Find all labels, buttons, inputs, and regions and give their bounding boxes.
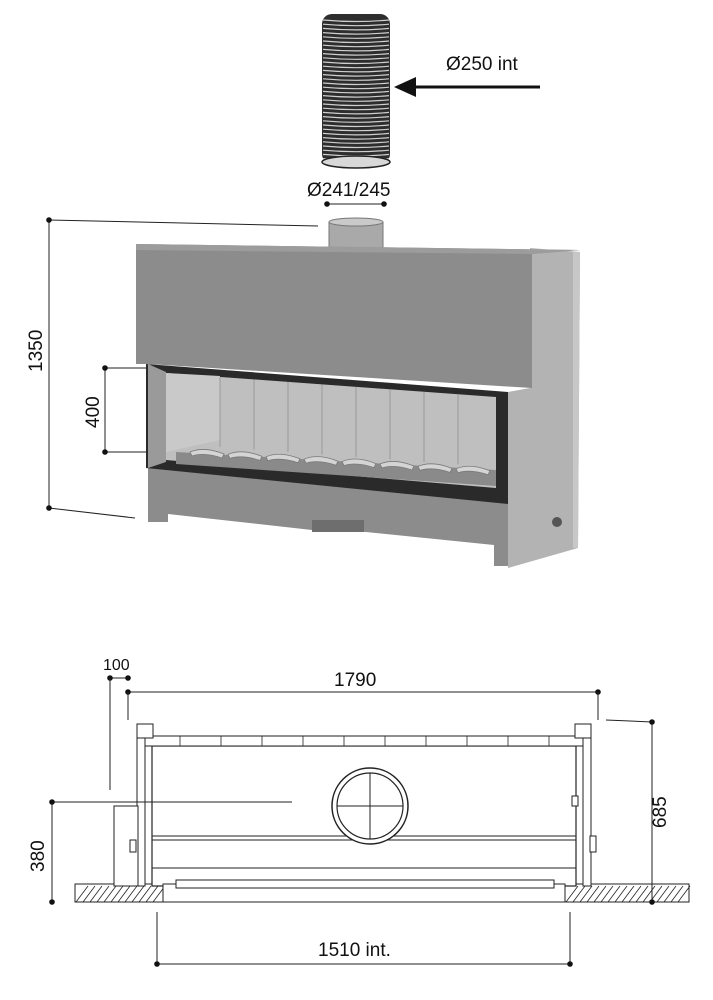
hatch-line <box>89 885 103 903</box>
hatch-line <box>579 885 593 903</box>
pipe-rib <box>322 111 390 115</box>
grate-log <box>303 456 339 466</box>
pipe-rib <box>322 82 390 86</box>
hatch-line <box>138 885 152 903</box>
hatch-line <box>614 885 628 903</box>
grate-log <box>189 449 225 459</box>
hatch-line <box>75 885 89 903</box>
pipe-rib <box>322 44 390 48</box>
pipe-rib <box>322 103 390 107</box>
pipe-rib <box>322 95 390 98</box>
grate-log <box>417 463 453 473</box>
height-1350-dimension <box>46 217 319 519</box>
width-1790-label: 1790 <box>334 670 376 691</box>
hatch-line <box>131 885 145 903</box>
inner-width-1510-dimension <box>154 912 573 967</box>
hatch-line <box>642 885 656 903</box>
grate-log <box>341 458 377 469</box>
pipe-rib <box>322 19 390 23</box>
hatch-line <box>103 885 117 903</box>
pipe-rib <box>322 145 390 149</box>
hatch-line <box>656 885 670 903</box>
pipe-rib <box>322 132 390 136</box>
pipe-rib <box>322 69 390 73</box>
offset-100-dimension <box>107 675 131 790</box>
hatch-line <box>663 885 677 903</box>
glass-height-label: 400 <box>83 396 104 428</box>
hatch-line <box>145 885 159 903</box>
pipe-rib <box>322 23 390 27</box>
hatch-line <box>82 885 96 903</box>
hatch-line <box>565 885 579 903</box>
height-1350-label: 1350 <box>26 330 47 372</box>
pipe-rib <box>322 116 390 119</box>
pipe-rib <box>322 120 390 123</box>
grate-log <box>227 451 263 461</box>
hatch-line <box>677 885 691 903</box>
pipe-rib <box>322 78 390 81</box>
pipe-rib <box>322 90 390 94</box>
pipe-rib <box>322 53 390 56</box>
hatch-line <box>110 885 124 903</box>
depth-685-dimension <box>605 719 655 905</box>
pipe-rib <box>322 32 390 35</box>
pipe-rib <box>322 124 390 128</box>
pipe-rib <box>322 65 390 69</box>
pipe-rib <box>322 99 390 102</box>
pipe-rib <box>322 141 390 144</box>
pipe-rib <box>322 86 390 90</box>
pipe-rib <box>322 74 390 77</box>
pipe-rib <box>322 57 390 60</box>
flue-pipe-arrow <box>394 77 540 97</box>
pipe-rib <box>322 36 390 39</box>
depth-685-label: 685 <box>650 796 671 828</box>
height-380-dimension <box>49 799 292 905</box>
width-1790-dimension <box>125 689 601 720</box>
hatch-line <box>635 885 649 903</box>
grate-log <box>265 453 301 464</box>
grate-base <box>176 452 496 486</box>
grate-log <box>379 461 415 471</box>
inner-width-1510-label: 1510 int. <box>318 940 391 961</box>
pipe-rib <box>322 61 390 65</box>
flue-pipe-label: Ø250 int <box>446 54 519 75</box>
pipe-rib <box>322 128 390 132</box>
hatch-line <box>621 885 635 903</box>
height-380-label: 380 <box>28 840 49 872</box>
hatch-line <box>586 885 600 903</box>
glass-height-dimension <box>102 365 146 455</box>
flexible-flue-pipe <box>321 14 391 169</box>
fireplace-plan-view <box>113 723 597 903</box>
pipe-rib <box>322 48 390 52</box>
grate-log <box>455 465 491 476</box>
pipe-rib <box>322 107 390 111</box>
fireplace-front-view <box>136 217 580 568</box>
collar-dimension-label: Ø241/245 <box>307 180 390 201</box>
hatch-line <box>593 885 607 903</box>
pipe-rib <box>322 27 390 31</box>
hatch-line <box>628 885 642 903</box>
collar-dimension <box>324 201 387 207</box>
pipe-rib <box>322 149 390 153</box>
offset-100-label: 100 <box>103 657 130 674</box>
hatch-line <box>670 885 684 903</box>
hatch-line <box>572 885 586 903</box>
hatch-line <box>117 885 131 903</box>
hatch-line <box>600 885 614 903</box>
hatch-line <box>607 885 621 903</box>
hatch-line <box>124 885 138 903</box>
pipe-rib <box>322 40 390 44</box>
pipe-rib <box>322 137 390 140</box>
hatch-line <box>96 885 110 903</box>
